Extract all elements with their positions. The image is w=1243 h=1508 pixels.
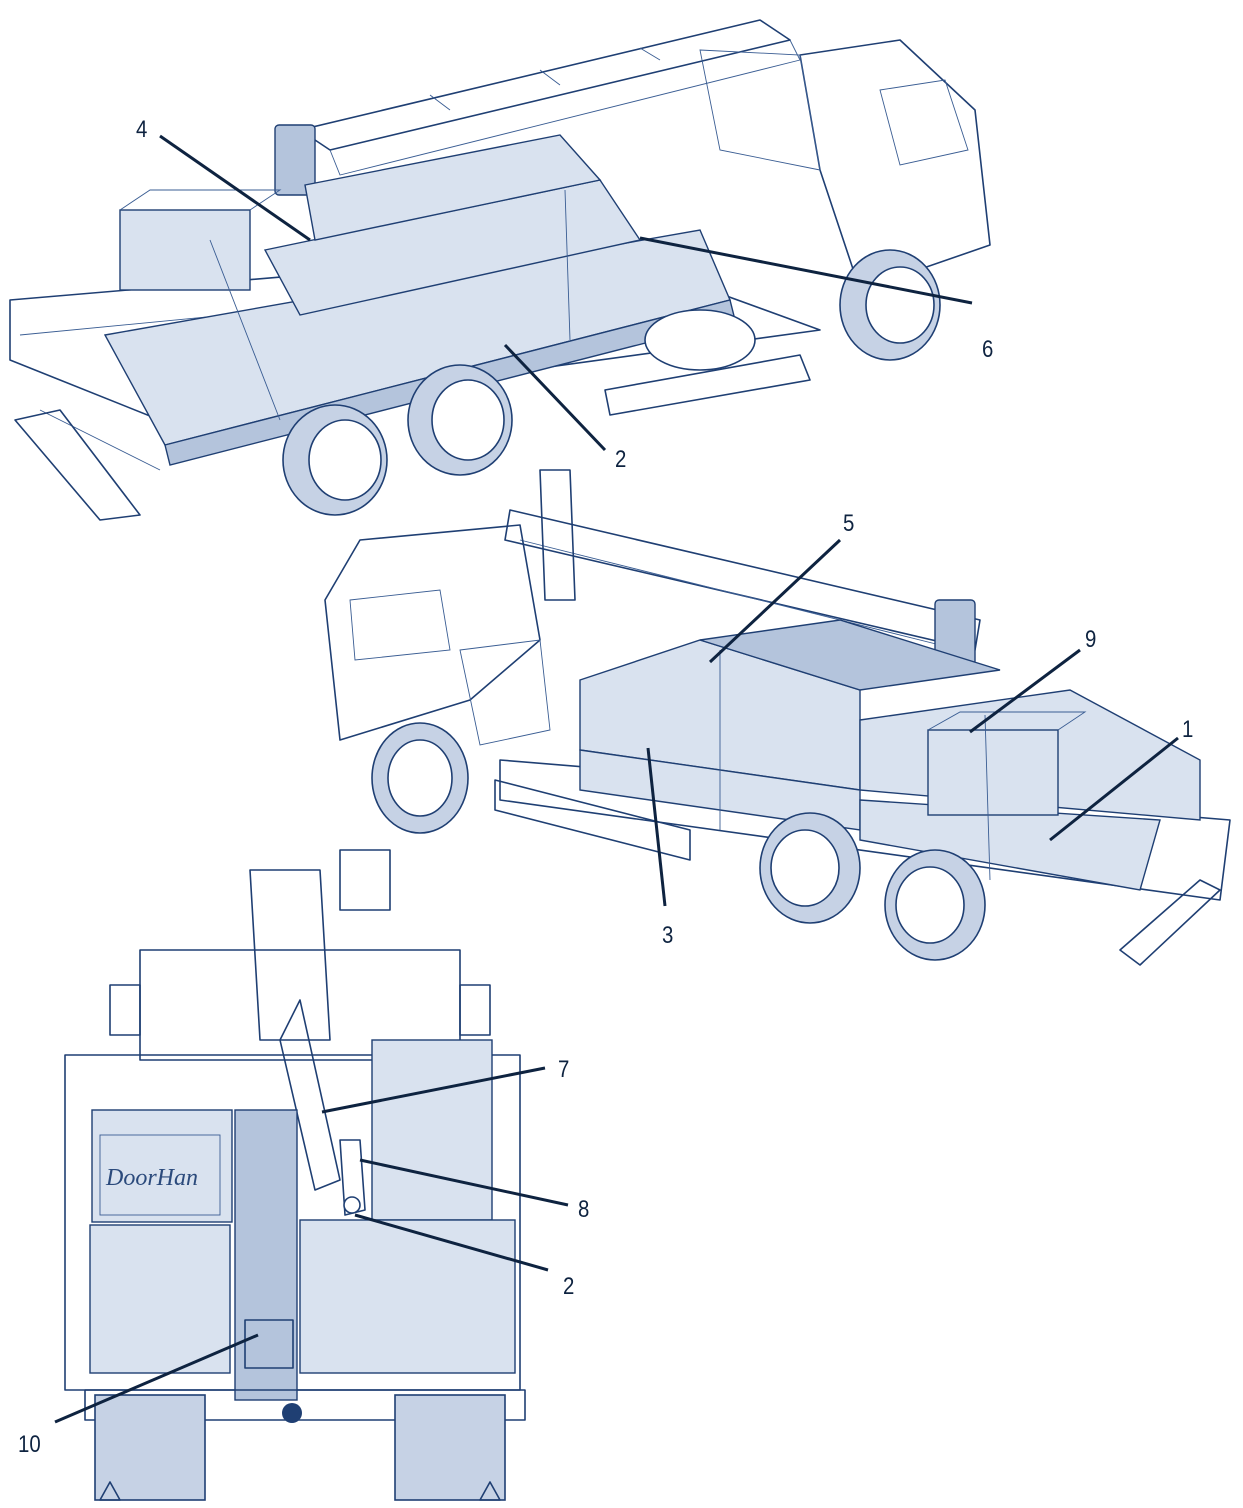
callout-leader-lines	[54, 134, 1179, 1424]
leader-7	[321, 1066, 546, 1114]
callout-1: 1	[1182, 716, 1194, 743]
leader-3	[646, 747, 667, 907]
leader-5	[708, 538, 842, 664]
callout-10: 10	[18, 1431, 41, 1458]
leader-8	[359, 1158, 569, 1207]
leader-4	[159, 134, 311, 242]
callout-4: 4	[136, 116, 148, 143]
top-truck-illustration	[9, 19, 991, 521]
callout-9: 9	[1085, 626, 1097, 653]
callout-2-top: 2	[615, 446, 627, 473]
callout-3: 3	[662, 922, 674, 949]
leader-10	[54, 1333, 259, 1424]
leader-2-top	[503, 343, 607, 452]
callout-7: 7	[558, 1056, 570, 1083]
middle-truck-illustration	[324, 469, 1231, 966]
leader-9	[969, 648, 1081, 734]
rear-truck-illustration: DoorHan	[64, 849, 526, 1501]
leader-6	[639, 236, 973, 305]
callout-5: 5	[843, 510, 855, 537]
leader-2-rear	[354, 1213, 549, 1272]
callout-2-rear: 2	[563, 1273, 575, 1300]
callout-6: 6	[982, 336, 994, 363]
brand-logo-text: DoorHan	[105, 1165, 198, 1191]
callout-8: 8	[578, 1196, 590, 1223]
leader-1	[1049, 736, 1179, 842]
